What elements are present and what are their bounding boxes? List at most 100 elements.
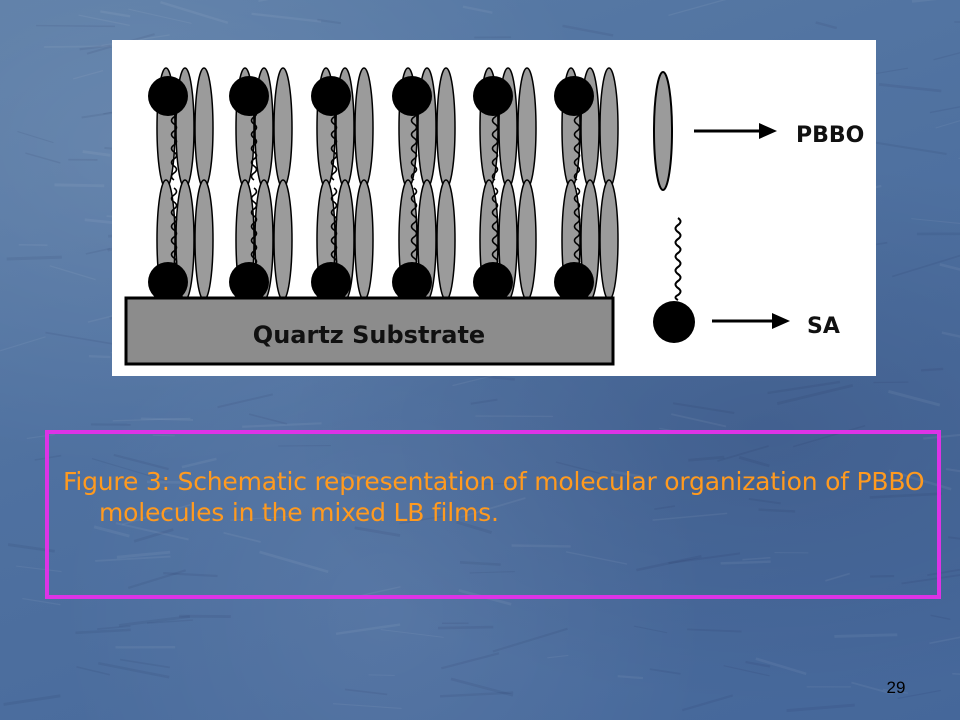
substrate-label: Quartz Substrate [253, 321, 485, 349]
texture-streak [688, 455, 725, 462]
sa-legend-label: SA [807, 314, 840, 339]
pbbo-rod [436, 179, 456, 301]
texture-streak [113, 453, 169, 471]
texture-streak [954, 21, 960, 23]
sa-arrow-head [772, 313, 790, 329]
figure-caption: Figure 3: Schematic representation of mo… [63, 467, 925, 527]
texture-streak [758, 508, 796, 513]
texture-streak [723, 665, 770, 677]
texture-streak [901, 574, 960, 585]
page-number: 29 [886, 678, 906, 697]
texture-streak [742, 556, 771, 561]
sa-headgroup [229, 76, 269, 116]
texture-streak [354, 526, 401, 537]
texture-streak [815, 21, 838, 30]
texture-streak [745, 660, 771, 668]
texture-streak [140, 417, 194, 421]
texture-streak [459, 561, 501, 566]
texture-streak [399, 515, 444, 525]
pbbo-rod [194, 67, 214, 189]
texture-streak [682, 694, 734, 712]
texture-streak [450, 677, 514, 697]
texture-streak [897, 689, 941, 699]
texture-streak [947, 536, 960, 540]
texture-streak [340, 472, 395, 484]
pbbo-rod [517, 67, 537, 189]
texture-streak [636, 554, 702, 572]
sa-headgroup [311, 76, 351, 116]
pbbo-rod [354, 179, 374, 301]
texture-streak [15, 565, 62, 573]
pbbo-rod [273, 67, 293, 189]
texture-streak [555, 461, 601, 475]
sa-tail-chain [250, 187, 258, 273]
texture-streak [163, 571, 218, 578]
pbbo-rod [273, 179, 293, 301]
texture-streak [469, 571, 515, 574]
texture-streak [911, 218, 960, 224]
texture-streak [75, 628, 131, 635]
texture-streak [230, 515, 289, 521]
texture-streak [929, 106, 960, 114]
texture-streak [128, 8, 192, 24]
texture-streak [888, 389, 941, 407]
texture-streak [511, 544, 571, 548]
caption-box: Figure 3: Schematic representation of mo… [45, 430, 941, 599]
texture-streak [88, 355, 111, 359]
texture-streak [652, 512, 728, 521]
sa-tail-chain [410, 187, 418, 273]
texture-streak [97, 625, 131, 630]
texture-streak [17, 131, 54, 144]
texture-streak [127, 569, 187, 590]
texture-streak [717, 445, 769, 462]
texture-streak [181, 457, 217, 469]
texture-streak [146, 619, 193, 624]
pbbo-rod-layer [156, 67, 619, 301]
pbbo-legend-label: PBBO [796, 123, 864, 148]
sa-headgroup [311, 262, 351, 302]
texture-streak [748, 498, 781, 505]
sa-headgroup [554, 262, 594, 302]
texture-streak [26, 433, 55, 440]
texture-streak [871, 141, 947, 156]
texture-streak [118, 615, 190, 627]
texture-streak [870, 574, 895, 578]
texture-streak [565, 551, 628, 565]
pbbo-arrow-head [759, 123, 777, 139]
sa-headgroup-layer [148, 76, 594, 302]
texture-streak [3, 694, 61, 706]
texture-streak [441, 652, 500, 670]
texture-streak [720, 560, 771, 565]
texture-streak [792, 425, 866, 448]
texture-streak [22, 597, 61, 606]
texture-streak [834, 633, 898, 638]
texture-streak [562, 24, 614, 37]
texture-streak [891, 254, 960, 278]
figure-panel: Quartz Substrate PBBO SA [112, 40, 876, 376]
texture-streak [654, 505, 676, 511]
pbbo-rod [599, 67, 619, 189]
texture-streak [930, 614, 951, 620]
texture-streak [380, 629, 444, 638]
texture-streak [82, 150, 111, 157]
texture-streak [49, 265, 96, 281]
texture-streak [44, 45, 122, 48]
texture-streak [617, 675, 644, 680]
texture-streak [95, 555, 171, 562]
texture-streak [923, 433, 960, 440]
texture-streak [78, 14, 130, 27]
quartz-substrate [124, 296, 615, 366]
texture-streak [97, 661, 170, 679]
sa-tail-chain [573, 187, 581, 273]
texture-streak [921, 367, 944, 372]
texture-streak [470, 398, 498, 405]
texture-streak [6, 255, 62, 261]
texture-streak [36, 24, 115, 28]
texture-streak [687, 628, 742, 633]
texture-streak [248, 413, 288, 425]
texture-streak [456, 520, 492, 535]
texture-streak [633, 625, 668, 634]
sa-headgroup [473, 262, 513, 302]
texture-streak [477, 482, 513, 485]
